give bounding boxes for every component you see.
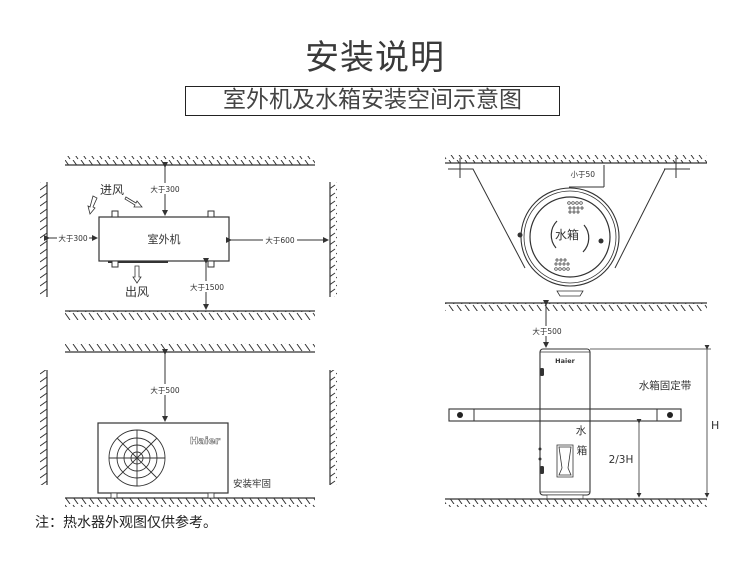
tank-char-1: 水 — [576, 425, 587, 437]
tank-ring — [529, 196, 611, 278]
pipe-fitting — [540, 466, 544, 474]
brand-logo: Haier — [190, 436, 220, 447]
rotation-arrow-icon — [582, 224, 590, 253]
tank-ring — [523, 190, 617, 284]
air-in-arrow-icon — [87, 195, 98, 215]
mount-foot — [207, 210, 215, 218]
ceiling-hatch — [65, 156, 315, 165]
clearance-top-label: 大于300 — [150, 184, 180, 194]
right-wall-hatch — [330, 370, 337, 485]
tank-label: 水箱 — [555, 227, 579, 242]
air-in-arrow-icon — [124, 196, 143, 208]
fixing-strap — [448, 408, 682, 422]
left-wall-hatch — [40, 182, 47, 297]
clearance-top-label: 小于50 — [570, 170, 595, 179]
clearance-right-label: 大于600 — [265, 235, 295, 245]
unit-foot — [207, 492, 215, 499]
strap-height-label: 2/3H — [609, 454, 634, 466]
right-wall-hatch — [330, 182, 337, 297]
install-firmly-label: 安装牢固 — [233, 478, 271, 490]
page-title: 安装说明 — [305, 38, 445, 78]
left-wall-hatch — [40, 370, 47, 485]
strap-left — [448, 168, 526, 269]
brand-logo: Haier — [555, 357, 575, 365]
outdoor-top-view: 室外机 大于300 大于300 大于600 大于1500 进风 出风 — [40, 156, 337, 320]
ceiling-hatch — [65, 343, 315, 352]
vent-holes-icon — [554, 201, 584, 271]
floor-hatch — [65, 311, 315, 320]
clearance-top-label: 大于500 — [150, 385, 180, 395]
pipe-fitting — [540, 368, 544, 376]
mount-foot — [207, 260, 215, 268]
tank-front-view: 大于500 Haier 水箱固定带 水 箱 H 2/3H — [445, 300, 719, 507]
outdoor-front-view: 大于500 Haier 安装牢固 — [40, 343, 337, 507]
mount-foot — [111, 260, 119, 268]
strap-bolt — [667, 412, 673, 418]
control-panel-icon — [556, 444, 574, 478]
clearance-left-label: 大于300 — [58, 233, 88, 243]
outdoor-unit-body — [98, 216, 230, 262]
tank-char-2: 箱 — [577, 444, 588, 457]
air-out-label: 出风 — [125, 285, 149, 299]
fan-grille-icon — [108, 429, 166, 487]
indicator-dot — [598, 238, 604, 244]
unit-foot — [110, 492, 118, 499]
pipe-fitting — [538, 447, 542, 451]
clearance-top-label: 大于500 — [532, 326, 562, 336]
floor-hatch — [445, 499, 707, 507]
outdoor-unit-label: 室外机 — [148, 232, 181, 246]
floor-hatch — [445, 303, 707, 311]
air-in-label: 进风 — [100, 183, 124, 197]
strap-label: 水箱固定带 — [639, 379, 692, 392]
ceiling-hatch — [445, 155, 707, 163]
height-label: H — [711, 419, 719, 432]
air-out-arrow-icon — [132, 265, 142, 284]
mount-foot — [111, 210, 119, 218]
tank-top-view: 小于50 水箱 — [445, 155, 707, 311]
pipe-fitting — [517, 232, 523, 238]
footnote: 注：热水器外观图仅供参考。 — [35, 515, 217, 531]
diagram-subtitle: 室外机及水箱安装空间示意图 — [185, 86, 560, 116]
floor-hatch — [65, 498, 315, 507]
tank-base — [556, 290, 584, 297]
strap-right — [614, 168, 690, 269]
rotation-arrow-icon — [550, 220, 558, 249]
clearance-bottom-label: 大于1500 — [190, 282, 224, 292]
pipe-fitting — [538, 457, 542, 461]
strap-bolt — [457, 412, 463, 418]
